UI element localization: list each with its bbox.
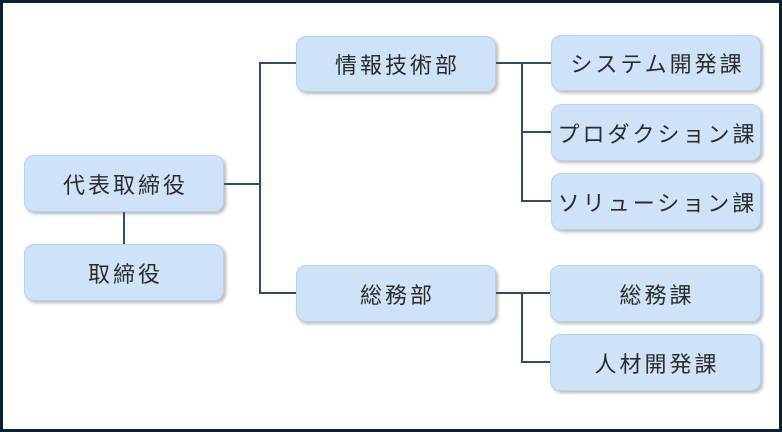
connector-ga-subtrunk xyxy=(521,292,523,362)
node-general-affairs-section: 総務課 xyxy=(550,265,761,322)
node-system-development: システム開発課 xyxy=(551,35,761,91)
connector-ceo-to-trunk xyxy=(224,183,261,185)
connector-trunk-to-ga-dept xyxy=(259,292,296,294)
node-director: 取締役 xyxy=(24,244,224,301)
node-general-affairs-department: 総務部 xyxy=(296,265,496,322)
node-representative-director: 代表取締役 xyxy=(24,155,224,212)
connector-trunk-to-it-dept xyxy=(259,62,296,64)
connector-it-to-production xyxy=(521,131,551,133)
connector-main-trunk xyxy=(259,62,261,294)
node-hr-development: 人材開発課 xyxy=(550,334,761,391)
connector-ga-to-ga-section xyxy=(496,292,550,294)
node-it-department: 情報技術部 xyxy=(296,36,496,92)
connector-ceo-to-director xyxy=(123,212,125,244)
node-solution: ソリューション課 xyxy=(551,173,761,230)
connector-ga-to-hr-development xyxy=(521,361,550,363)
connector-it-to-system-dev xyxy=(496,62,551,64)
node-production: プロダクション課 xyxy=(551,104,761,161)
connector-it-to-solution xyxy=(521,200,551,202)
